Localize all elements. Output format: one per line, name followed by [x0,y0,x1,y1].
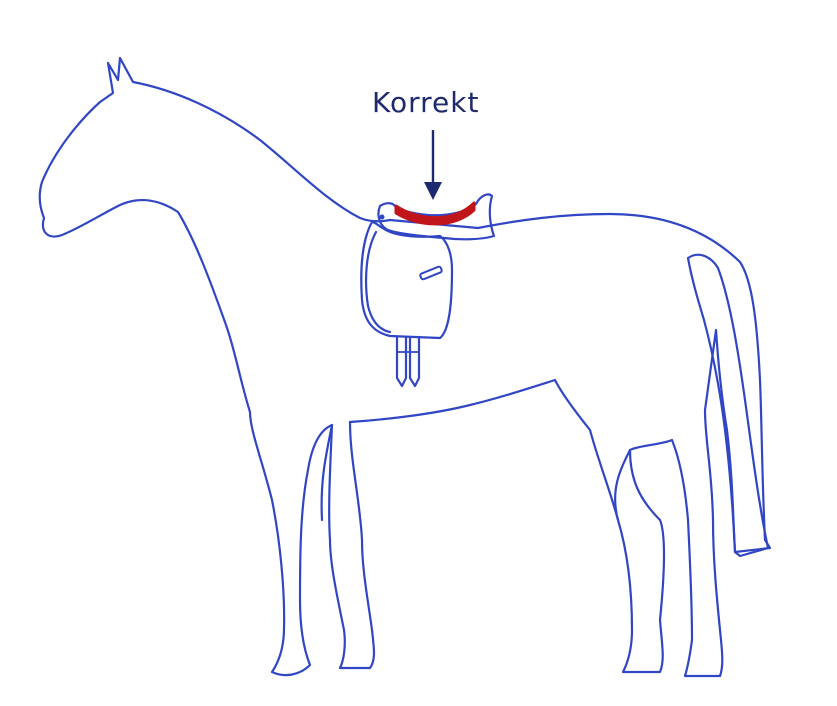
saddle-strap-buckle [420,266,443,280]
saddle-dot [380,215,385,220]
hind-leg-line [615,450,630,520]
correct-label: Korrekt [372,86,479,119]
girth-straps [397,337,419,386]
saddle-knee-roll [366,232,390,332]
arrow-down-icon [424,130,442,200]
tail-outline [688,255,768,556]
